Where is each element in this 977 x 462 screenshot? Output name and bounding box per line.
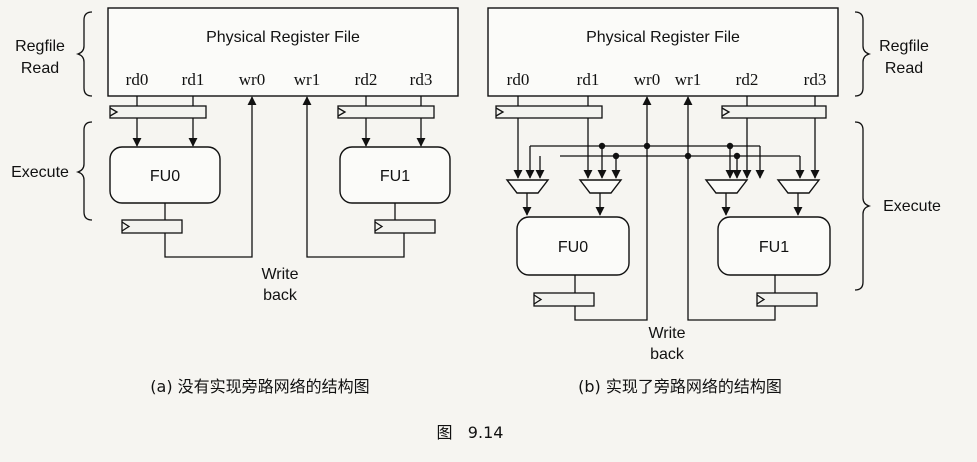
fu1-label-b: FU1	[759, 239, 789, 256]
regfile-read-brace-a	[75, 11, 93, 97]
junction-dot	[733, 152, 741, 160]
junction-dot	[612, 152, 620, 160]
fu0-label-a: FU0	[150, 168, 180, 185]
pipeline-register-read-fu0-b	[495, 105, 603, 119]
pipeline-register-read-fu1-b	[721, 105, 827, 119]
fu1-label-a: FU1	[380, 168, 410, 185]
execute-brace-a	[75, 121, 93, 221]
writeback-path-wr0-b	[574, 96, 652, 321]
writeback-label-1-b: Write	[648, 325, 685, 342]
writeback-path-wr0-a	[164, 96, 257, 258]
register-file-box-b	[487, 7, 839, 97]
port-rd1-a: rd1	[182, 70, 205, 89]
writeback-label-1-a: Write	[261, 266, 298, 283]
mux-fu1-b-input	[776, 179, 821, 194]
execute-label-b: Execute	[883, 198, 941, 215]
port-wr1-a: wr1	[294, 70, 320, 89]
writeback-path-wr1-a	[302, 96, 405, 258]
register-file-title-b: Physical Register File	[586, 29, 740, 46]
caption-a: (a) 没有实现旁路网络的结构图	[150, 377, 369, 396]
read-label-b: Read	[885, 60, 923, 77]
pipeline-register-exec-fu0-b	[533, 292, 595, 307]
fu1-box-b	[717, 216, 831, 276]
writeback-label-2-a: back	[263, 287, 298, 304]
pipeline-register-exec-fu1-a	[374, 219, 436, 234]
port-rd0-b: rd0	[507, 70, 530, 89]
pipeline-register-exec-fu1-b	[756, 292, 818, 307]
execute-brace-b	[854, 121, 872, 291]
junction-dot	[726, 142, 734, 150]
port-rd3-b: rd3	[804, 70, 827, 89]
pipeline-register-read-fu1-a	[337, 105, 435, 119]
junction-dot	[598, 142, 606, 150]
register-file-title-a: Physical Register File	[206, 29, 360, 46]
pipeline-register-read-fu0-a	[109, 105, 207, 119]
mux-fu0-b-input	[578, 179, 623, 194]
mux-fu0-a-input	[505, 179, 550, 194]
regfile-label-a: Regfile	[15, 38, 65, 55]
port-rd2-a: rd2	[355, 70, 378, 89]
port-rd1-b: rd1	[577, 70, 600, 89]
diagram-b: Physical Register File rd0 rd1 wr0 wr1 r…	[487, 7, 941, 363]
regfile-read-brace-b	[854, 11, 872, 97]
port-rd3-a: rd3	[410, 70, 433, 89]
port-wr1-b: wr1	[675, 70, 701, 89]
mux-fu1-a-input	[704, 179, 749, 194]
execute-label-a: Execute	[11, 164, 69, 181]
writeback-label-2-b: back	[650, 346, 685, 363]
regfile-label-b: Regfile	[879, 38, 929, 55]
figure-label: 图 9.14	[437, 423, 504, 442]
fu0-label-b: FU0	[558, 239, 588, 256]
fu0-box-b	[516, 216, 630, 276]
read-label-a: Read	[21, 60, 59, 77]
pipeline-register-exec-fu0-a	[121, 219, 183, 234]
caption-b: (b) 实现了旁路网络的结构图	[578, 377, 782, 396]
port-wr0-b: wr0	[634, 70, 660, 89]
writeback-path-wr1-b	[683, 96, 776, 321]
port-rd2-b: rd2	[736, 70, 759, 89]
port-wr0-a: wr0	[239, 70, 265, 89]
port-rd0-a: rd0	[126, 70, 149, 89]
diagram-a: Regfile Read Execute Physical Register F…	[11, 7, 459, 304]
register-file-box-a	[107, 7, 459, 97]
